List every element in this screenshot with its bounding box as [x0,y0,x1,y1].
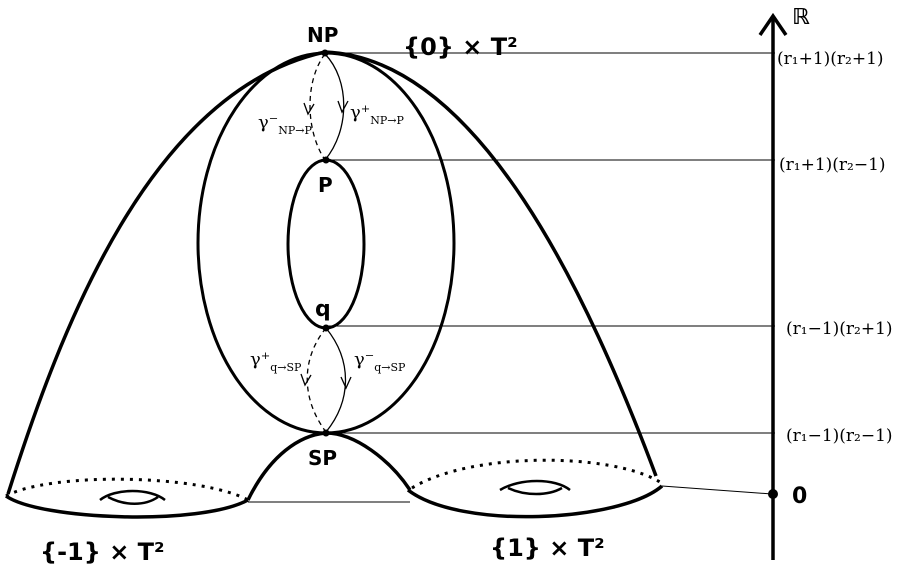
label-gamma-q-sp-minus: γ⁻q→SP [354,349,406,374]
right-torus-back [411,458,661,490]
outer-surface-right [324,50,658,477]
label-q: q [315,297,331,322]
flow-q-to-sp-minus-arrow [340,376,352,390]
right-torus-hole-bottom [507,486,563,496]
label-p: P [318,173,333,197]
level-value-q: (r₁−1)(r₂+1) [786,319,893,339]
left-torus-hole-bottom [107,495,159,505]
torus-outer-ellipse [196,51,456,435]
left-torus-back [5,477,249,502]
flow-np-to-p-plus-arrow [337,100,349,114]
left-torus-hole-top [99,489,166,502]
flow-np-to-p-minus-arrow [303,102,315,116]
label-gamma-np-p-minus: γ⁻NP→P [258,112,313,137]
right-torus-front [406,484,664,519]
level-line-zero-right [661,485,773,495]
label-gamma-q-sp-plus: γ⁺q→SP [250,349,302,374]
flow-q-to-sp-plus-arrow [300,373,312,387]
right-torus-hole-top [499,479,571,492]
label-left-torus: {-1} × T² [40,538,165,566]
level-value-p: (r₁+1)(r₂−1) [779,155,886,175]
label-sp: SP [308,446,337,470]
label-zero: 0 [792,484,807,509]
level-value-np: (r₁+1)(r₂+1) [777,49,884,69]
label-axis: ℝ [792,5,810,30]
axis-zero-point [768,489,778,499]
label-gamma-np-p-plus: γ⁺NP→P [350,102,405,127]
left-torus-front [4,494,249,519]
label-np: NP [307,23,338,47]
outer-surface-left [6,50,326,495]
flow-q-to-sp-plus [306,327,327,433]
label-right-torus: {1} × T² [490,534,605,562]
axis-arrowhead [758,12,788,36]
point-np [321,49,329,57]
flow-np-to-p-minus [309,53,326,161]
level-value-sp: (r₁−1)(r₂−1) [786,426,893,446]
label-top-torus: {0} × T² [403,33,518,61]
flow-np-to-p-plus [324,53,345,161]
flow-q-to-sp-minus [325,327,347,433]
